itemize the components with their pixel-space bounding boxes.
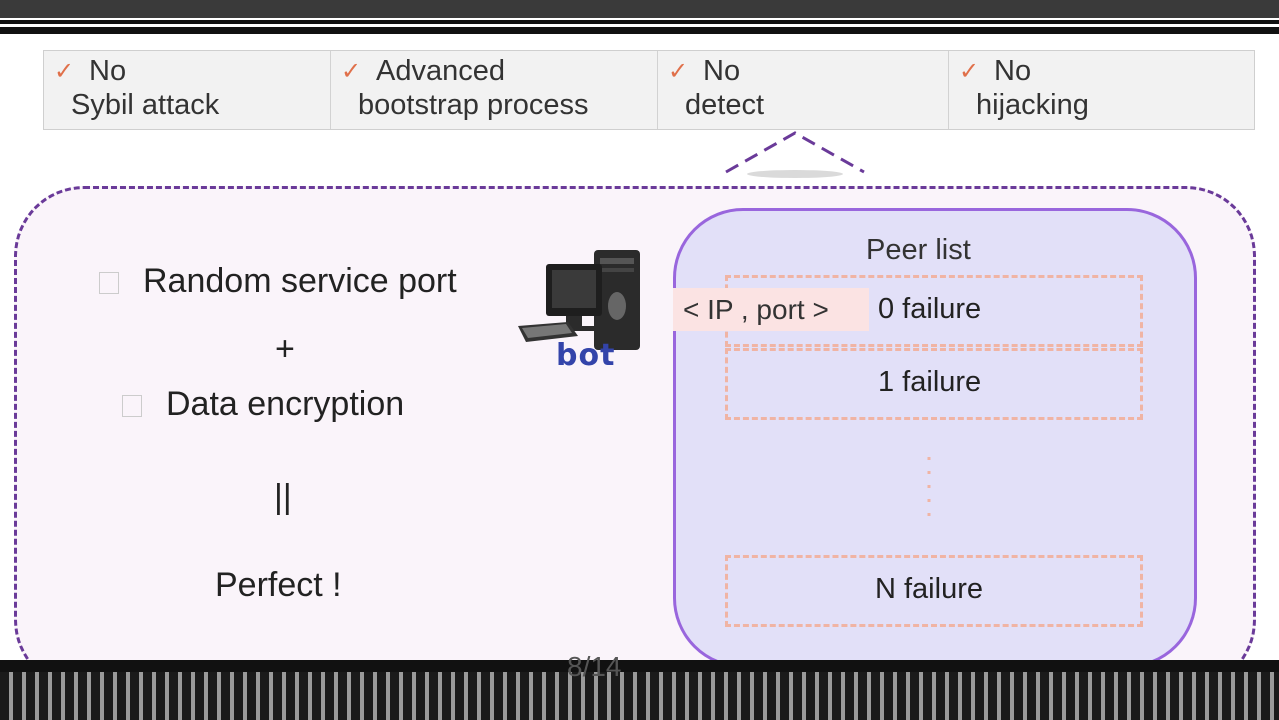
failure-row-1 <box>725 348 1143 420</box>
top-divider-thick <box>0 27 1279 34</box>
ip-port-tag: < IP , port > <box>673 288 869 331</box>
peer-list-panel <box>673 208 1197 668</box>
computer-icon <box>518 250 640 350</box>
failure-row-1-label: 1 failure <box>878 366 982 398</box>
feature-title: No <box>89 55 127 87</box>
failure-row-0-label: 0 failure <box>878 293 982 325</box>
failure-row-n-label: N failure <box>875 573 983 605</box>
top-divider <box>0 20 1279 24</box>
check-icon: ✓ <box>959 58 980 85</box>
bot-label: bot <box>556 338 616 373</box>
peer-list-title: Peer list <box>866 234 971 266</box>
feature-subtitle: hijacking <box>976 89 1089 121</box>
feature-title: No <box>994 55 1032 87</box>
top-bar <box>0 0 1279 18</box>
bullet-icon <box>122 395 142 418</box>
feature-no-detect: ✓ No detect <box>658 51 949 129</box>
data-encryption-item: Data encryption <box>122 385 404 424</box>
feature-title: Advanced <box>376 55 505 87</box>
feature-no-hijacking: ✓ No hijacking <box>949 51 1254 129</box>
random-service-port-item: Random service port <box>99 262 457 301</box>
feature-no-sybil-attack: ✓ No Sybil attack <box>44 51 331 129</box>
feature-subtitle: Sybil attack <box>71 89 220 121</box>
item-label: Data encryption <box>166 385 405 423</box>
bullet-icon <box>99 272 119 295</box>
bottom-decoration <box>0 660 1279 720</box>
item-label: Random service port <box>143 262 457 300</box>
check-icon: ✓ <box>54 58 75 85</box>
feature-subtitle: detect <box>685 89 764 121</box>
page-number: 8/14 <box>567 651 622 682</box>
feature-advanced-bootstrap: ✓ Advanced bootstrap process <box>331 51 658 129</box>
feature-bar: ✓ No Sybil attack ✓ Advanced bootstrap p… <box>43 50 1255 130</box>
callout-pointer <box>725 131 865 178</box>
ellipsis-dots <box>927 457 931 519</box>
plus-sign: + <box>275 330 295 368</box>
feature-subtitle: bootstrap process <box>358 89 589 121</box>
feature-title: No <box>703 55 741 87</box>
equals-bars: || <box>274 478 292 516</box>
check-icon: ✓ <box>668 58 689 85</box>
result-text: Perfect ! <box>215 566 342 604</box>
check-icon: ✓ <box>341 58 362 85</box>
failure-row-n <box>725 555 1143 627</box>
